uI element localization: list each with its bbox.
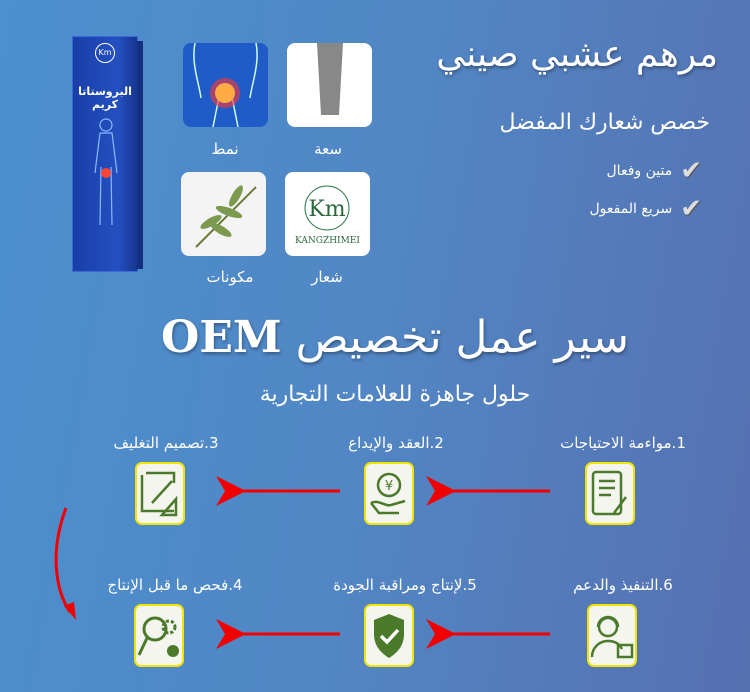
step-6 xyxy=(587,604,637,667)
step-label: 5.لإنتاج ومراقبة الجودة xyxy=(333,576,477,594)
checkmark-icon: ✔ xyxy=(680,194,702,224)
step-1 xyxy=(585,462,635,525)
brand-logo: Km xyxy=(304,185,350,231)
brand-name: KANGZHIMEI xyxy=(295,236,360,246)
svg-text:Km: Km xyxy=(308,197,345,222)
cream-tube-icon xyxy=(317,43,343,115)
tile-label: سعة xyxy=(314,140,342,158)
tile-label: شعار xyxy=(311,268,343,286)
body-figure-icon xyxy=(94,118,118,226)
tile-logo: Km KANGZHIMEI xyxy=(285,172,370,256)
tile-capacity xyxy=(287,43,372,127)
step-5 xyxy=(364,604,414,667)
feature-text: متين وفعال xyxy=(606,163,673,179)
step-label: 2.العقد والإيداع xyxy=(348,434,444,452)
page-title: مرهم عشبي صيني xyxy=(436,34,718,75)
shield-check-icon xyxy=(374,613,404,658)
design-blueprint-icon xyxy=(140,471,178,516)
prostate-body-icon xyxy=(193,43,258,127)
feature-item: ✔ متين وفعال xyxy=(607,156,703,186)
yen-coin-hand-icon: ¥ xyxy=(370,472,406,514)
step-label: 3.تصميم التغليف xyxy=(113,434,219,452)
checkmark-icon: ✔ xyxy=(680,156,702,186)
oem-title-ar: سير عمل تخصيص xyxy=(295,312,629,363)
step-3 xyxy=(135,462,185,525)
step-label: 6.التنفيذ والدعم xyxy=(573,576,673,594)
oem-title-latin: OEM xyxy=(161,312,282,363)
page-subtitle: خصص شعارك المفضل xyxy=(499,110,710,135)
product-logo: Km xyxy=(95,43,115,63)
document-edit-icon xyxy=(591,470,627,515)
oem-subtitle: حلول جاهزة للعلامات التجارية xyxy=(259,382,531,407)
arrow-curve-down xyxy=(54,507,72,613)
magnifier-gear-icon xyxy=(137,616,179,657)
step-label: 4.فحص ما قبل الإنتاج xyxy=(107,576,243,594)
arrow-head xyxy=(64,602,76,620)
svg-text:¥: ¥ xyxy=(385,479,393,494)
oem-title: سير عمل تخصيص OEM xyxy=(0,312,750,363)
tile-label: مكونات xyxy=(206,268,254,286)
tile-label: نمط xyxy=(211,140,239,158)
feature-text: سريع المفعول xyxy=(589,201,673,217)
step-2: ¥ xyxy=(364,462,414,525)
feature-item: ✔ سريع المفعول xyxy=(589,194,702,224)
product-box: Km البروستاتا كريم xyxy=(72,36,143,272)
support-agent-icon xyxy=(590,615,634,658)
herb-leaf-icon xyxy=(195,185,257,248)
product-box-title: البروستاتا كريم xyxy=(78,85,132,111)
tile-ingredients xyxy=(181,172,266,256)
step-4 xyxy=(134,604,184,667)
step-label: 1.مواءمة الاحتياجات xyxy=(560,434,686,452)
tile-style xyxy=(183,43,268,127)
